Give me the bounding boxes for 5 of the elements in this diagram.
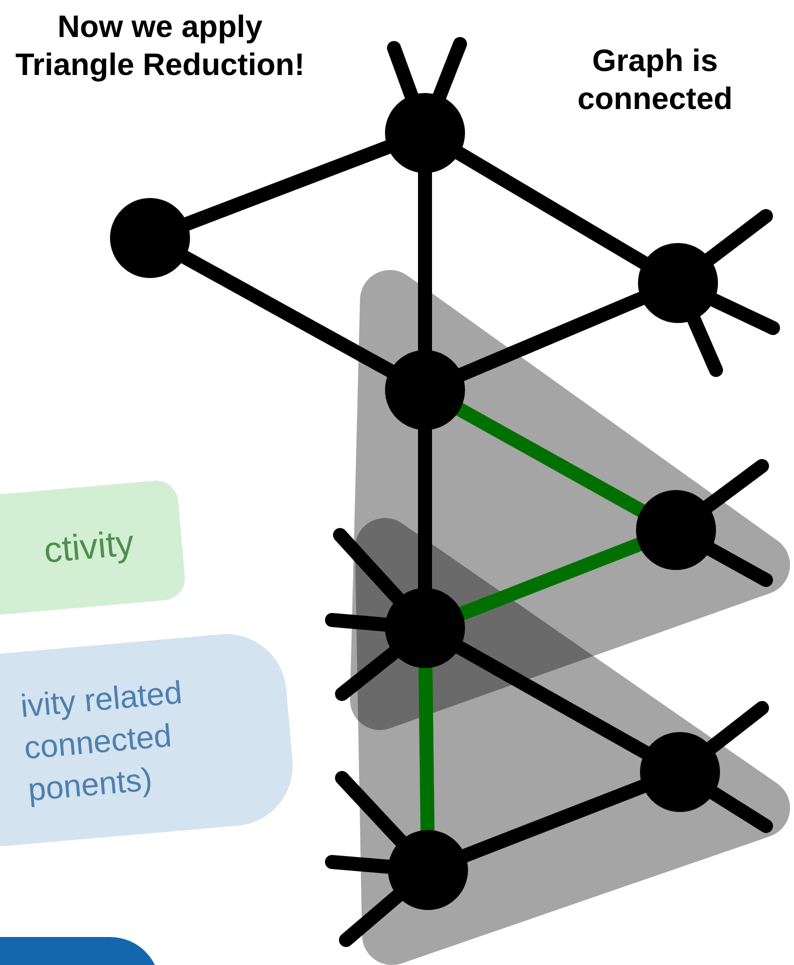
label-text: ctivity [42, 520, 136, 573]
graph-vertex [636, 490, 716, 570]
label-text: ivity related connected ponents) [18, 673, 184, 810]
heading-text: Now we apply Triangle Reduction! [5, 8, 315, 84]
heading-text: Graph is connected [530, 42, 780, 118]
